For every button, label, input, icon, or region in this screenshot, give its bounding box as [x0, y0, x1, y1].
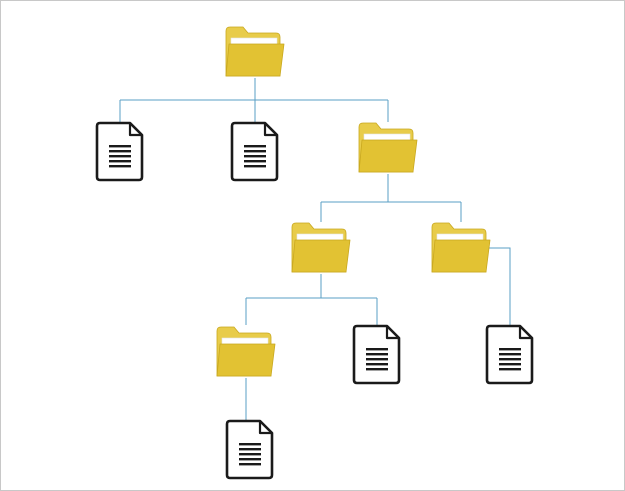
document-icon[interactable]	[225, 419, 274, 480]
document-icon[interactable]	[95, 121, 144, 182]
connector-lines	[119, 78, 511, 420]
folder-icon[interactable]	[291, 222, 351, 273]
folder-icon[interactable]	[431, 222, 491, 273]
document-icon[interactable]	[352, 324, 401, 385]
document-icon[interactable]	[230, 121, 279, 182]
document-icon[interactable]	[485, 324, 534, 385]
tree-nodes	[95, 26, 534, 480]
folder-icon[interactable]	[358, 122, 418, 173]
connector-line	[486, 247, 511, 325]
folder-icon[interactable]	[216, 326, 276, 377]
folder-icon[interactable]	[225, 26, 285, 77]
